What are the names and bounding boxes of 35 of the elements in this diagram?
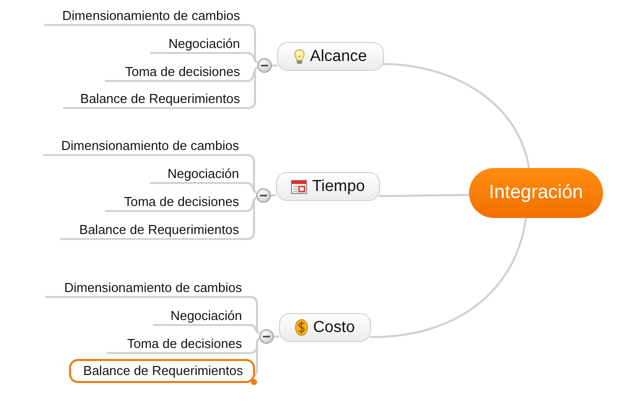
connector-line xyxy=(248,67,258,82)
subtopic-label: Balance de Requerimientos xyxy=(80,91,240,106)
subtopic-label: Toma de decisiones xyxy=(124,194,239,209)
central-topic-pill xyxy=(469,168,603,218)
subtopic-label: Dimensionamiento de cambios xyxy=(62,8,240,23)
connector-line xyxy=(248,24,258,63)
subtopic-label: Negociación xyxy=(167,166,239,181)
connector-line xyxy=(370,218,527,338)
central-topic-label: Integración xyxy=(488,182,583,204)
connector-line xyxy=(246,197,256,212)
connector-line xyxy=(246,182,256,193)
topic-label: Tiempo xyxy=(312,178,365,196)
connector-line xyxy=(250,324,260,334)
subtopic-label: Toma de decisiones xyxy=(127,336,242,351)
subtopic-label: Balance de Requerimientos xyxy=(79,222,239,237)
subtopic-label: Negociación xyxy=(168,36,240,51)
topic-label: Costo xyxy=(313,318,355,336)
connector-line xyxy=(248,67,258,109)
connector-line xyxy=(379,194,469,197)
subtopic-label: Dimensionamiento de cambios xyxy=(61,138,239,153)
topic-label: Alcance xyxy=(310,48,367,66)
connector-line xyxy=(246,154,256,193)
subtopic-label: Negociación xyxy=(170,308,242,323)
subtopic-underline xyxy=(150,165,247,184)
selected-subtopic-frame xyxy=(69,359,255,383)
connector-line xyxy=(246,197,256,240)
subtopic-label: Toma de decisiones xyxy=(125,64,240,79)
subtopic-label: Dimensionamiento de cambios xyxy=(64,280,242,295)
subtopic-label: Balance de Requerimientos xyxy=(83,363,243,378)
subtopic-underline xyxy=(153,307,250,326)
connector-line xyxy=(254,338,260,376)
subtopic-underline xyxy=(150,35,248,54)
connector-line xyxy=(382,63,530,168)
connector-line xyxy=(248,52,258,63)
connector-line xyxy=(250,296,260,334)
